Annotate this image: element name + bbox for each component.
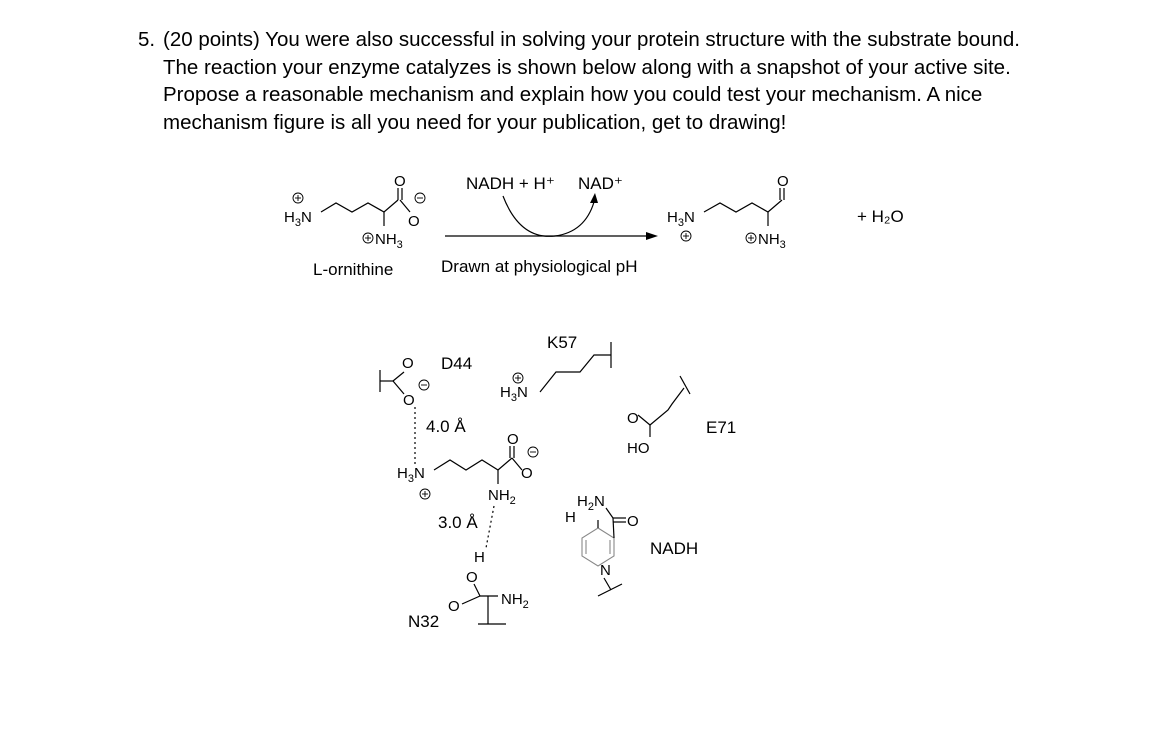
cofactor-nadh: H2N H O N NADH: [565, 493, 698, 597]
residue-n32: H O O NH2 N32: [408, 549, 529, 631]
residue-k57: K57 H3N: [500, 333, 612, 404]
cofactor-out-label: NAD⁺: [578, 174, 623, 193]
atom-label: O: [507, 431, 519, 448]
cofactor-in-label: NADH + H⁺: [466, 174, 555, 193]
atom-label: H2N: [577, 493, 605, 513]
atom-label: O: [448, 598, 460, 615]
distance-label: 4.0 Å: [426, 417, 466, 436]
atom-label: H3N: [397, 465, 425, 485]
question-block: 5. (20 points) You were also successful …: [138, 26, 1058, 136]
product: H3N O NH3 + H₂O: [667, 173, 904, 251]
atom-label: NH3: [758, 231, 786, 251]
reaction-arrow: NADH + H⁺ NAD⁺ Drawn at physiological pH: [441, 174, 658, 276]
atom-label: O: [521, 465, 533, 482]
atom-label: O: [402, 355, 414, 372]
atom-label: O: [403, 392, 415, 409]
atom-label: O: [466, 569, 478, 586]
minus-charge-icon: [418, 379, 430, 391]
minus-charge-icon: [527, 446, 539, 458]
substrate-ornithine: H3N O O NH3 L-ornithine: [284, 173, 426, 279]
plus-charge-icon: [362, 232, 374, 244]
label-n32: N32: [408, 612, 439, 631]
minus-charge-icon: [414, 192, 426, 204]
atom-label: H3N: [284, 209, 312, 229]
atom-label: O: [394, 173, 406, 190]
atom-label: NH2: [501, 591, 529, 611]
plus-charge-icon: [745, 232, 757, 244]
plus-charge-icon: [419, 488, 431, 500]
plus-charge-icon: [680, 230, 692, 242]
label-k57: K57: [547, 333, 577, 352]
atom-label: H: [474, 549, 485, 566]
atom-label: H3N: [500, 384, 528, 404]
residue-e71: O HO E71: [627, 375, 736, 457]
atom-label: O: [627, 410, 639, 427]
atom-label: O: [777, 173, 789, 190]
bound-substrate: H3N O O NH2 3.0 Å: [397, 431, 539, 549]
substrate-name: L-ornithine: [313, 260, 393, 279]
question-number: 5.: [138, 28, 156, 51]
atom-label: N: [600, 562, 611, 579]
atom-label: NH3: [375, 231, 403, 251]
question-text: (20 points) You were also successful in …: [163, 28, 1020, 134]
atom-label: HO: [627, 440, 650, 457]
label-d44: D44: [441, 354, 472, 373]
residue-d44: O O D44 4.0 Å: [379, 354, 472, 464]
atom-label: O: [408, 213, 420, 230]
plus-charge-icon: [292, 192, 304, 204]
water-label: + H₂O: [857, 207, 904, 226]
plus-charge-icon: [512, 372, 524, 384]
distance-label: 3.0 Å: [438, 513, 478, 532]
atom-label: O: [627, 513, 639, 530]
atom-label: H3N: [667, 209, 695, 229]
atom-label: H: [565, 509, 576, 526]
label-nadh: NADH: [650, 539, 698, 558]
label-e71: E71: [706, 418, 736, 437]
condition-label: Drawn at physiological pH: [441, 257, 638, 276]
atom-label: NH2: [488, 487, 516, 507]
